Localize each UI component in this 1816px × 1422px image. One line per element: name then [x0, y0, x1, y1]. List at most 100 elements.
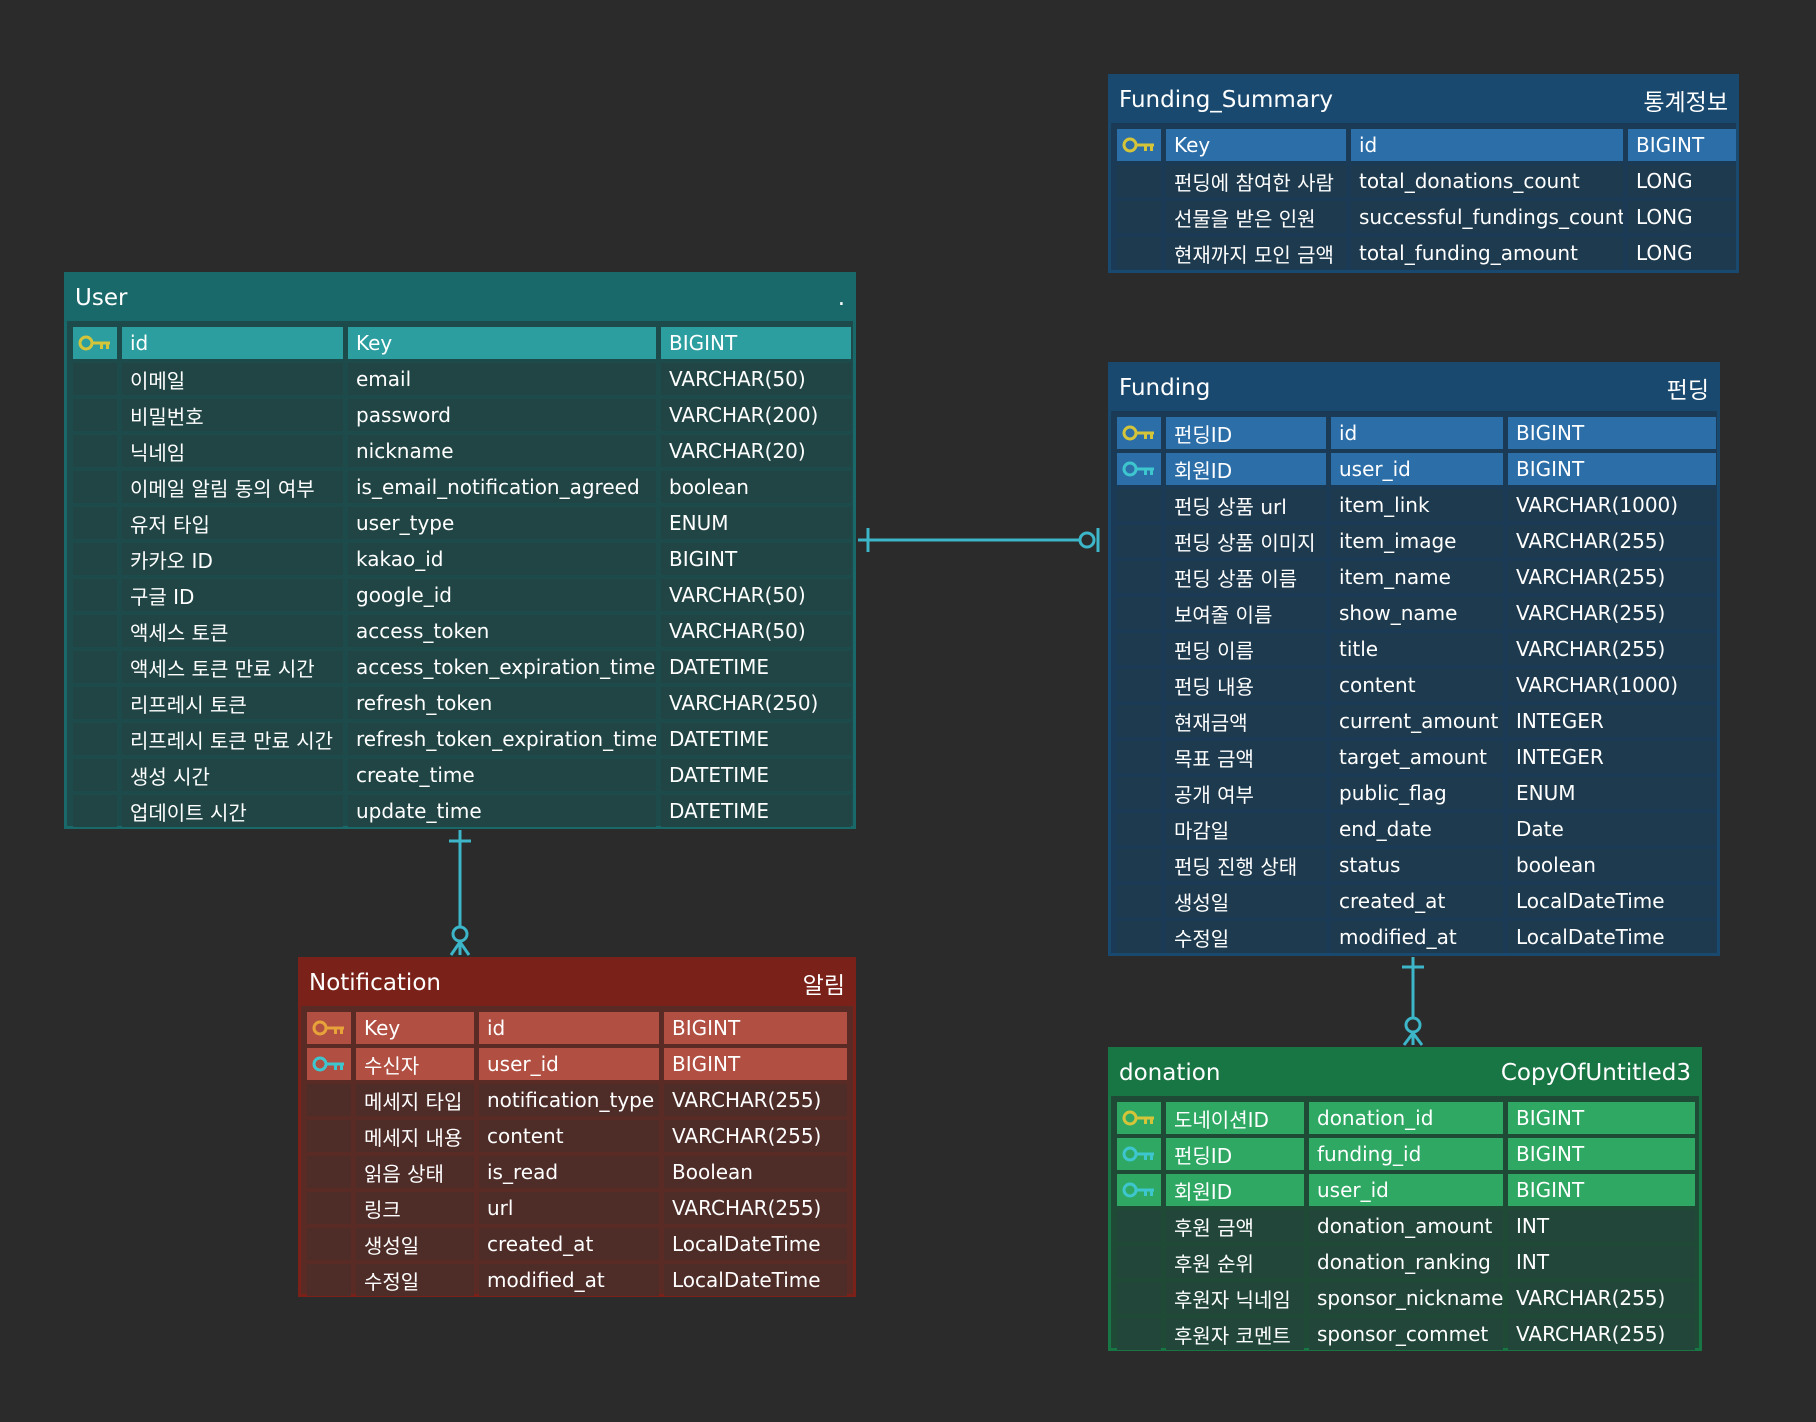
- field-label: 생성일: [356, 1228, 474, 1260]
- primary-key-icon: [73, 327, 117, 359]
- foreign-key-icon: [307, 1048, 351, 1080]
- field-type: ENUM: [1508, 777, 1716, 809]
- relation-funding-donation: [1402, 957, 1424, 1046]
- field-type: VARCHAR(255): [664, 1084, 847, 1116]
- field-type: INTEGER: [1508, 741, 1716, 773]
- field-name: item_name: [1331, 561, 1503, 593]
- field-type: LocalDateTime: [664, 1228, 847, 1260]
- field-type: BIGINT: [661, 543, 851, 575]
- field-name: item_image: [1331, 525, 1503, 557]
- field-label: 펀딩 상품 이미지: [1166, 525, 1326, 557]
- field-type: INT: [1508, 1210, 1695, 1242]
- entity-header[interactable]: donation CopyOfUntitled3: [1111, 1050, 1699, 1096]
- key-cell: [1117, 885, 1161, 917]
- field-label: 펀딩 내용: [1166, 669, 1326, 701]
- primary-key-icon: [1117, 417, 1161, 449]
- field-type: VARCHAR(50): [661, 363, 851, 395]
- entity-header[interactable]: Funding_Summary 통계정보: [1111, 77, 1736, 123]
- field-name: user_id: [1331, 453, 1503, 485]
- field-name: sponsor_nickname: [1309, 1282, 1503, 1314]
- field-name: donation_amount: [1309, 1210, 1503, 1242]
- field-type: VARCHAR(20): [661, 435, 851, 467]
- field-name: is_read: [479, 1156, 659, 1188]
- entity-header[interactable]: User .: [67, 275, 853, 321]
- field-label: 카카오 ID: [122, 543, 343, 575]
- field-label: 펀딩에 참여한 사람: [1166, 165, 1346, 197]
- primary-key-icon: [307, 1012, 351, 1044]
- entity-header[interactable]: Notification 알림: [301, 960, 853, 1006]
- field-label: 현재금액: [1166, 705, 1326, 737]
- field-label: 구글 ID: [122, 579, 343, 611]
- relation-user-funding: [858, 528, 1100, 552]
- field-label: 펀딩 이름: [1166, 633, 1326, 665]
- entity-subtitle: 통계정보: [1643, 90, 1728, 116]
- field-name: access_token: [348, 615, 656, 647]
- field-type: VARCHAR(255): [1508, 525, 1716, 557]
- field-name: total_donations_count: [1351, 165, 1623, 197]
- field-name: target_amount: [1331, 741, 1503, 773]
- key-cell: [1117, 633, 1161, 665]
- field-name: modified_at: [479, 1264, 659, 1296]
- field-name: current_amount: [1331, 705, 1503, 737]
- entity-header[interactable]: Funding 펀딩: [1111, 365, 1717, 411]
- primary-key-icon: [1117, 129, 1161, 161]
- field-label: 보여줄 이름: [1166, 597, 1326, 629]
- key-cell: [73, 471, 117, 503]
- field-type: VARCHAR(200): [661, 399, 851, 431]
